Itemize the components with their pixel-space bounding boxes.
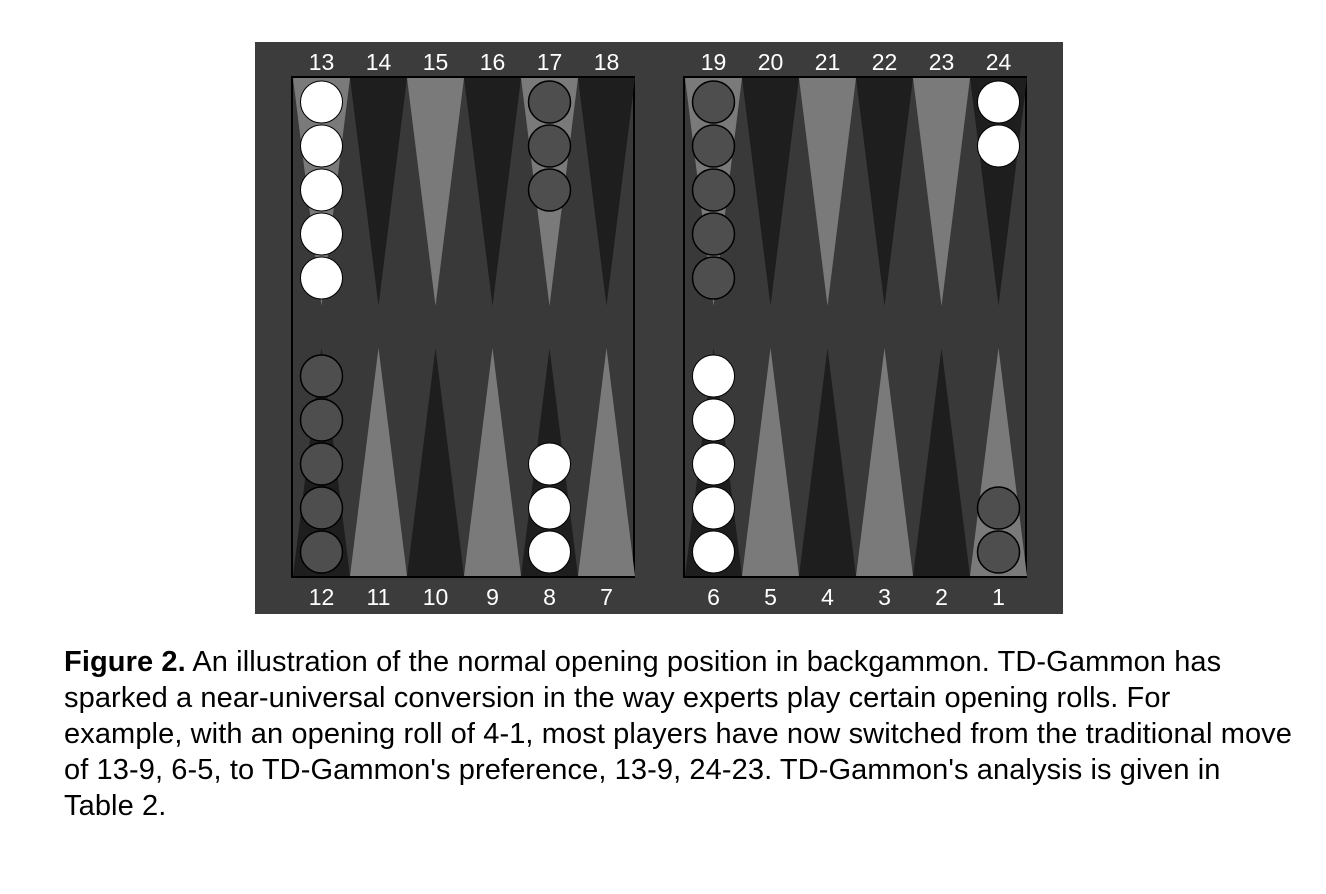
white-checker-point-8[interactable] xyxy=(528,486,571,530)
white-checker-point-6[interactable] xyxy=(692,530,735,574)
dark-checker-point-19[interactable] xyxy=(691,256,736,300)
point-number-19: 19 xyxy=(701,49,727,75)
point-4[interactable] xyxy=(799,348,856,576)
point-number-1: 1 xyxy=(992,584,1005,610)
point-21[interactable] xyxy=(799,78,856,306)
dark-checker-point-17[interactable] xyxy=(527,124,572,168)
dark-checker-point-19[interactable] xyxy=(691,168,736,212)
point-number-11: 11 xyxy=(367,584,391,610)
point-number-3: 3 xyxy=(878,584,891,610)
figure-caption: Figure 2. An illustration of the normal … xyxy=(64,644,1294,824)
dark-checker-point-12[interactable] xyxy=(299,530,344,574)
white-checker-point-13[interactable] xyxy=(300,212,343,256)
point-number-7: 7 xyxy=(600,584,613,610)
dark-checker-point-17[interactable] xyxy=(527,168,572,212)
point-14[interactable] xyxy=(350,78,407,306)
point-number-17: 17 xyxy=(537,49,563,75)
point-number-14: 14 xyxy=(366,49,392,75)
point-number-13: 13 xyxy=(309,49,335,75)
point-23[interactable] xyxy=(913,78,970,306)
white-checker-point-6[interactable] xyxy=(692,354,735,398)
dark-checker-point-17[interactable] xyxy=(527,80,572,124)
point-9[interactable] xyxy=(464,348,521,576)
dark-checker-point-12[interactable] xyxy=(299,442,344,486)
white-checker-point-24[interactable] xyxy=(977,124,1020,168)
point-7[interactable] xyxy=(578,348,635,576)
point-number-12: 12 xyxy=(309,584,335,610)
dark-checker-point-12[interactable] xyxy=(299,398,344,442)
point-15[interactable] xyxy=(407,78,464,306)
white-checker-point-8[interactable] xyxy=(528,530,571,574)
point-number-9: 9 xyxy=(486,584,499,610)
white-checker-point-6[interactable] xyxy=(692,486,735,530)
dark-checker-point-1[interactable] xyxy=(976,486,1021,530)
dark-checker-point-19[interactable] xyxy=(691,124,736,168)
point-10[interactable] xyxy=(407,348,464,576)
white-checker-point-8[interactable] xyxy=(528,442,571,486)
point-number-24: 24 xyxy=(986,49,1012,75)
caption-text: An illustration of the normal opening po… xyxy=(64,646,1293,822)
point-number-8: 8 xyxy=(543,584,556,610)
point-number-5: 5 xyxy=(764,584,777,610)
checkers-layer xyxy=(299,80,1021,574)
right-playfield xyxy=(683,76,1027,578)
point-2[interactable] xyxy=(913,348,970,576)
point-number-4: 4 xyxy=(821,584,834,610)
white-checker-point-24[interactable] xyxy=(977,80,1020,124)
point-number-16: 16 xyxy=(480,49,506,75)
point-20[interactable] xyxy=(742,78,799,306)
white-checker-point-13[interactable] xyxy=(300,80,343,124)
dark-checker-point-19[interactable] xyxy=(691,212,736,256)
point-number-15: 15 xyxy=(423,49,449,75)
point-number-21: 21 xyxy=(815,49,841,75)
point-number-22: 22 xyxy=(872,49,898,75)
dark-checker-point-12[interactable] xyxy=(299,486,344,530)
point-3[interactable] xyxy=(856,348,913,576)
point-number-23: 23 xyxy=(929,49,955,75)
point-number-2: 2 xyxy=(935,584,948,610)
white-checker-point-6[interactable] xyxy=(692,442,735,486)
dark-checker-point-1[interactable] xyxy=(976,530,1021,574)
point-number-20: 20 xyxy=(758,49,784,75)
point-number-18: 18 xyxy=(594,49,620,75)
white-checker-point-6[interactable] xyxy=(692,398,735,442)
point-number-6: 6 xyxy=(707,584,720,610)
white-checker-point-13[interactable] xyxy=(300,256,343,300)
dark-checker-point-12[interactable] xyxy=(299,354,344,398)
caption-label: Figure 2. xyxy=(64,646,186,678)
white-checker-point-13[interactable] xyxy=(300,124,343,168)
point-18[interactable] xyxy=(578,78,635,306)
point-number-10: 10 xyxy=(423,584,449,610)
point-22[interactable] xyxy=(856,78,913,306)
point-5[interactable] xyxy=(742,348,799,576)
left-playfield xyxy=(291,76,635,578)
dark-checker-point-19[interactable] xyxy=(691,80,736,124)
point-16[interactable] xyxy=(464,78,521,306)
white-checker-point-13[interactable] xyxy=(300,168,343,212)
point-11[interactable] xyxy=(350,348,407,576)
